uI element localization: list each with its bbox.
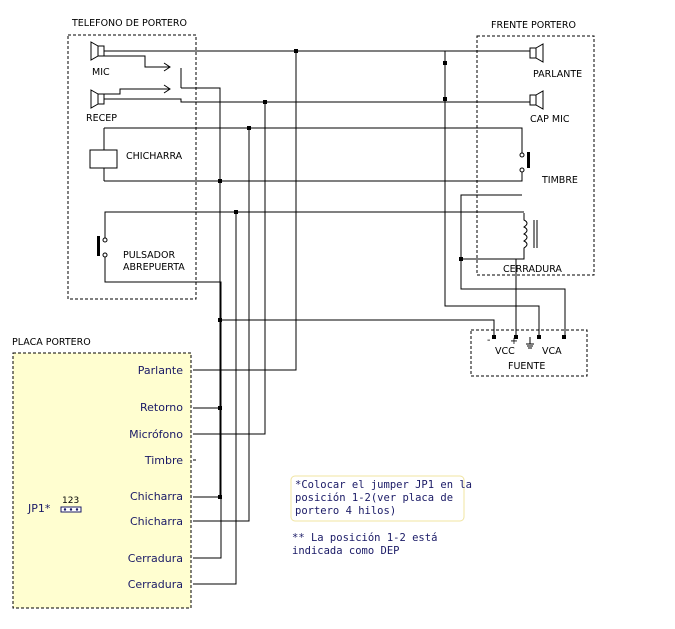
frente-title: FRENTE PORTERO — [491, 20, 576, 31]
junctions — [218, 49, 463, 499]
fuente-terminal-4 — [562, 335, 566, 339]
fuente-box — [470, 329, 588, 377]
fuente-terminal-1 — [492, 335, 496, 339]
placa-terminal-timbre: Timbre — [144, 454, 183, 467]
placa-terminal-chicharra-2: Chicharra — [130, 515, 183, 528]
parlante-label: PARLANTE — [533, 69, 582, 80]
frente-box — [476, 35, 595, 276]
placa-terminal-cerradura-2: Cerradura — [128, 578, 183, 591]
note-1-box — [290, 475, 465, 522]
telefono-box — [67, 34, 197, 300]
timbre-label: TIMBRE — [541, 175, 578, 186]
fuente-terminal-2 — [514, 335, 518, 339]
placa-title: PLACA PORTERO — [12, 337, 91, 348]
cap-mic-label: CAP MIC — [530, 114, 570, 125]
fuente-plus: + — [510, 336, 518, 347]
ground-icon — [526, 337, 534, 349]
jp1-label: JP1* — [27, 502, 51, 515]
cap-mic-icon — [529, 90, 544, 110]
telefono-title: TELEFONO DE PORTERO — [71, 18, 187, 29]
placa-terminal-parlante: Parlante — [138, 364, 183, 377]
placa-box — [12, 352, 192, 609]
fuente-label: FUENTE — [508, 361, 545, 372]
fuente-terminal-3 — [537, 335, 541, 339]
recep-arrow-icon — [104, 84, 171, 95]
placa-terminal-cerradura-1: Cerradura — [128, 552, 183, 565]
placa-terminal-microfono: Micrófono — [129, 428, 183, 441]
vca-label: VCA — [542, 346, 562, 357]
note-1-line-3: portero 4 hilos) — [295, 505, 396, 517]
pulsador-label-2: ABREPUERTA — [123, 262, 185, 273]
note-1-line-1: *Colocar el jumper JP1 en la — [295, 479, 472, 491]
chicharra-label: CHICHARRA — [126, 151, 183, 162]
recep-label: RECEP — [86, 113, 117, 124]
note-1-line-2: posición 1-2(ver placa de — [295, 492, 453, 504]
parlante-speaker-icon — [529, 43, 544, 63]
note-2-line-1: ** La posición 1-2 está — [292, 532, 437, 544]
vcc-label: VCC — [495, 346, 515, 357]
mic-label: MIC — [92, 67, 110, 78]
note-2-line-2: indicada como DEP — [292, 545, 399, 557]
mic-arrow-icon — [104, 55, 171, 72]
pulsador-switch-icon — [97, 236, 108, 258]
pulsador-label-1: PULSADOR — [123, 250, 175, 261]
recep-speaker-icon — [90, 89, 105, 109]
placa-terminal-chicharra-1: Chicharra — [130, 490, 183, 503]
cerradura-coil-icon — [523, 213, 538, 252]
placa-terminal-retorno: Retorno — [140, 401, 183, 414]
wiring — [104, 50, 566, 585]
timbre-switch-icon — [519, 152, 530, 173]
chicharra-symbol — [89, 128, 118, 181]
fuente-minus: - — [487, 335, 490, 346]
jp1-pins: 123 — [62, 496, 79, 506]
cerradura-label: CERRADURA — [503, 264, 562, 275]
jp1-jumper-icon — [60, 506, 82, 513]
mic-speaker-icon — [90, 41, 105, 61]
